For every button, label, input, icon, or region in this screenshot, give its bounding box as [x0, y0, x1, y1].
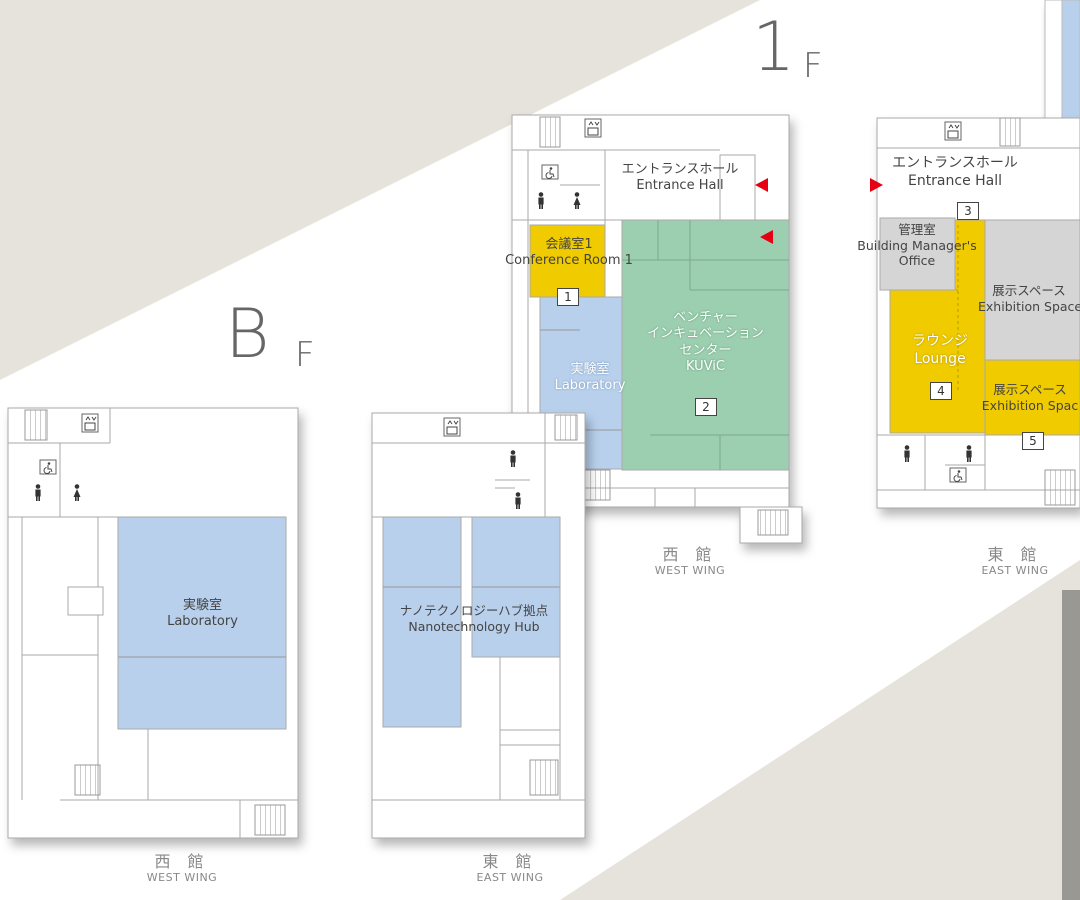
entrance-arrow-icon: [870, 178, 883, 192]
building-managers-office-label: 管理室 Building Manager's Office: [852, 222, 982, 269]
room-number-badge: 1: [557, 288, 579, 306]
west-wing-1f-plan: [511, 114, 803, 544]
elevator-icon: [944, 121, 962, 141]
lab-bf-en: Laboratory: [167, 614, 238, 630]
east-wing-bf-caption: 東 館 EAST WING: [455, 852, 565, 884]
stairs-icon: [539, 116, 561, 148]
exhibit-a-jp: 展示スペース: [992, 283, 1066, 298]
hub-jp: ナノテクノロジーハブ拠点: [399, 603, 549, 618]
venture-center-label: ベンチャー インキュベーション センター KUViC: [628, 310, 783, 375]
conference-room-en: Conference Room 1: [505, 253, 633, 269]
exhibition-space-b: [984, 359, 1080, 436]
west-wing-bf-plan: [7, 407, 299, 839]
entrance-hall-label: エントランスホール Entrance Hall: [605, 162, 755, 195]
east-wing-jp: 東 館: [482, 852, 538, 871]
hub-en: Nanotechnology Hub: [408, 618, 540, 634]
floor-1f-suffix: F: [803, 46, 823, 86]
photo-edge: [1062, 590, 1080, 900]
entrance-hall-en: Entrance Hall: [636, 178, 724, 194]
venture-jp1: ベンチャー: [673, 310, 738, 325]
office-en1: Building Manager's: [857, 237, 977, 253]
exhibit-b-jp: 展示スペース: [993, 382, 1067, 397]
stairs-icon: [74, 764, 101, 796]
lounge-label: ラウンジ Lounge: [895, 333, 985, 368]
wheelchair-icon: [39, 459, 57, 475]
stairs-icon: [757, 509, 789, 536]
venture-incubation-center: [621, 219, 790, 471]
east-entrance-jp: エントランスホール: [892, 155, 1018, 171]
east-wing-en: EAST WING: [476, 871, 544, 885]
floor-bf-letter: B: [225, 295, 270, 374]
stairs-icon: [254, 804, 286, 836]
floor-bf-suffix: F: [295, 335, 315, 375]
room-number-badge: 5: [1022, 432, 1044, 450]
conference-room-jp: 会議室1: [545, 237, 593, 252]
entrance-arrow-icon: [760, 230, 773, 244]
west-wing-en: WEST WING: [146, 871, 218, 885]
room-number-badge: 3: [957, 202, 979, 220]
exhibit-a-en: Exhibition Space: [978, 298, 1080, 314]
east-entrance-hall-label: エントランスホール Entrance Hall: [880, 155, 1030, 190]
nanotech-hub-label: ナノテクノロジーハブ拠点 Nanotechnology Hub: [385, 603, 563, 634]
conference-room-label: 会議室1 Conference Room 1: [500, 237, 638, 270]
east-wing-1f-plan: [870, 117, 1080, 509]
stairs-icon: [1044, 469, 1076, 506]
west-wing-en: WEST WING: [654, 564, 726, 578]
lab-1f-en: Laboratory: [554, 378, 626, 394]
laboratory-bf-label: 実験室 Laboratory: [140, 598, 265, 631]
east-wing-bf-plan: [371, 412, 586, 839]
stairs-icon: [554, 414, 578, 441]
wheelchair-icon: [949, 467, 967, 483]
stairs-icon: [24, 409, 48, 441]
east-wing-en: EAST WING: [981, 564, 1049, 578]
nanotech-hub-west: [382, 516, 462, 728]
stairs-icon: [529, 759, 559, 796]
entrance-hall-jp: エントランスホール: [621, 162, 739, 177]
venture-jp2: インキュベーション: [647, 326, 764, 342]
west-wing-1f-caption: 西 館 WEST WING: [635, 545, 745, 577]
west-wing-jp: 西 館: [662, 545, 718, 564]
floor-1f-number: 1: [752, 8, 796, 87]
west-wing-bf-caption: 西 館 WEST WING: [127, 852, 237, 884]
office-jp: 管理室: [898, 222, 936, 237]
stairs-icon: [999, 117, 1021, 147]
elevator-icon: [584, 118, 602, 138]
exhibition-space-a: [984, 219, 1080, 361]
room-number-badge: 2: [695, 398, 717, 416]
east-wing-jp: 東 館: [987, 545, 1043, 564]
east-entrance-en: Entrance Hall: [907, 172, 1003, 189]
entrance-arrow-icon: [755, 178, 768, 192]
west-wing-jp: 西 館: [154, 852, 210, 871]
building-managers-office: [879, 217, 956, 291]
stairs-icon: [584, 469, 611, 501]
office-en2: Office: [898, 253, 936, 269]
lounge-en: Lounge: [914, 350, 966, 367]
elevator-icon: [81, 413, 99, 433]
wheelchair-icon: [541, 164, 559, 180]
venture-en: KUViC: [686, 358, 725, 374]
east-wing-1f-caption: 東 館 EAST WING: [960, 545, 1070, 577]
lab-1f-jp: 実験室: [570, 362, 610, 377]
venture-jp3: センター: [679, 342, 732, 358]
laboratory-1f-label: 実験室 Laboratory: [545, 362, 635, 395]
laboratory-bf: [117, 516, 287, 730]
exhibit-b-en: Exhibition Spac: [981, 397, 1079, 413]
exhibition-space-b-label: 展示スペース Exhibition Spac: [980, 382, 1080, 413]
lounge-jp: ラウンジ: [912, 333, 968, 349]
exhibition-space-a-label: 展示スペース Exhibition Space: [978, 283, 1080, 314]
lab-bf-jp: 実験室: [182, 598, 222, 613]
room-number-badge: 4: [930, 382, 952, 400]
elevator-icon: [443, 417, 461, 437]
